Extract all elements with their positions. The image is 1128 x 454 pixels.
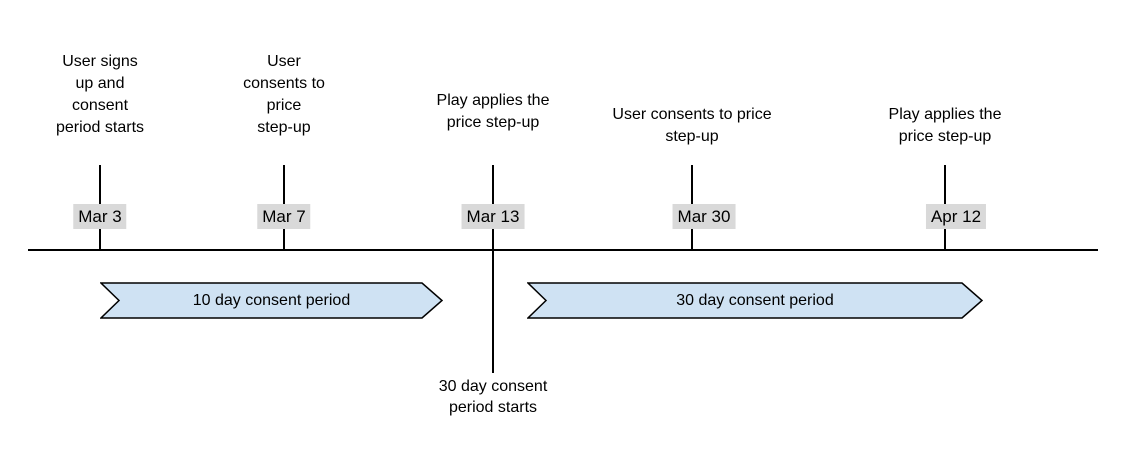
below-timeline-note-line: period starts [448, 399, 538, 416]
below-timeline-note-line: 30 day consent [438, 378, 548, 395]
event-description-line: price [266, 97, 302, 114]
event-description-line: price step-up [446, 114, 540, 131]
banner-arrow-shape [100, 282, 443, 319]
event-date-badge: Mar 13 [461, 204, 525, 229]
banner-label: 30 day consent period [676, 291, 834, 309]
event-description: User signs up and consent period starts [56, 51, 144, 139]
banner-arrow-shape [527, 282, 983, 319]
event-description-line: up and [75, 75, 125, 92]
event-description-line: step-up [665, 128, 719, 145]
event-description-line: period starts [55, 119, 145, 136]
event-description: Play applies the price step-up [889, 104, 1002, 148]
event-date-badge: Mar 30 [672, 204, 736, 229]
timeline-axis [28, 249, 1098, 251]
consent-period-banner-10-day: 10 day consent period [100, 282, 443, 319]
below-timeline-note: 30 day consent period starts [439, 376, 548, 418]
event-date-badge: Apr 12 [925, 204, 987, 229]
consent-period-banner-30-day: 30 day consent period [527, 282, 983, 319]
event-description-line: User consents to price [612, 106, 772, 123]
event-description-line: step-up [257, 119, 311, 136]
event-description-line: Play applies the [436, 92, 550, 109]
event-tick-line [492, 165, 494, 373]
event-description-line: price step-up [898, 128, 992, 145]
event-description: User consents to price step-up [243, 51, 325, 139]
event-description-line: consents to [243, 75, 325, 92]
event-description: User consents to price step-up [612, 104, 771, 148]
event-description-line: User [267, 53, 301, 70]
banner-label: 10 day consent period [192, 291, 351, 309]
event-description-line: Play applies the [888, 106, 1002, 123]
event-date-badge: Mar 7 [257, 204, 311, 229]
event-description: Play applies the price step-up [437, 90, 550, 134]
event-description-line: User signs [62, 53, 138, 70]
event-description-line: consent [71, 97, 129, 114]
event-date-badge: Mar 3 [73, 204, 127, 229]
